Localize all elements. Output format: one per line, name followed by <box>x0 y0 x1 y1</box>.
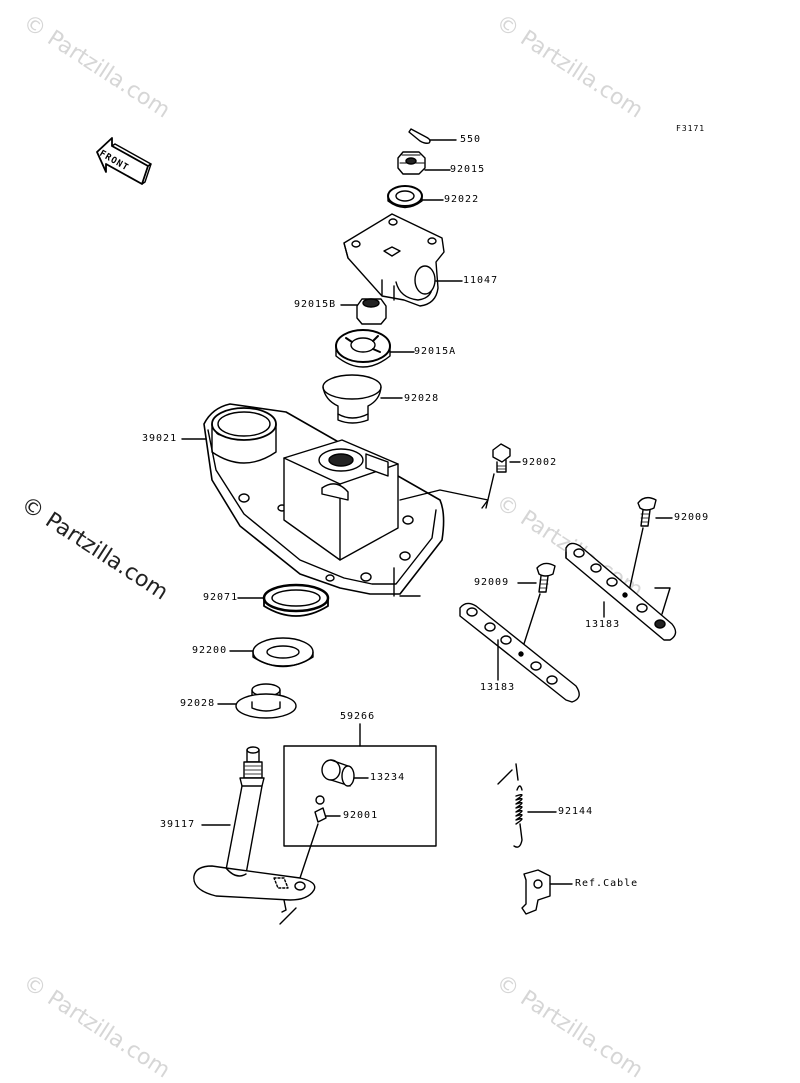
bolt-92002 <box>485 443 521 509</box>
spring-92144 <box>497 763 557 848</box>
label-92009-right: 92009 <box>674 512 710 523</box>
cotter-pin-550 <box>408 128 457 144</box>
label-92028-upper: 92028 <box>404 393 440 404</box>
label-92022: 92022 <box>444 194 480 205</box>
nut-92015B <box>340 298 387 325</box>
label-59266: 59266 <box>340 711 376 722</box>
label-13183-left: 13183 <box>480 682 516 693</box>
seal-92071 <box>237 583 330 617</box>
label-92015B: 92015B <box>294 299 337 310</box>
label-92015A: 92015A <box>414 346 457 357</box>
kit-box-59266 <box>283 723 437 847</box>
label-13234: 13234 <box>370 772 406 783</box>
bushing-92028-lower <box>217 683 297 719</box>
label-92028-lower: 92028 <box>180 698 216 709</box>
label-92002: 92002 <box>522 457 558 468</box>
label-92015: 92015 <box>450 164 486 175</box>
label-92001: 92001 <box>343 810 379 821</box>
plate-13183-right <box>565 542 677 641</box>
bracket-11047 <box>343 213 463 307</box>
label-39117: 39117 <box>160 819 196 830</box>
screw-92009-right <box>627 496 673 597</box>
label-92144: 92144 <box>558 806 594 817</box>
label-39021: 39021 <box>142 433 178 444</box>
parts-diagram: © Partzilla.com © Partzilla.com © Partzi… <box>16 10 710 1083</box>
label-11047: 11047 <box>463 275 499 286</box>
label-92071: 92071 <box>203 592 239 603</box>
figure-code: F3171 <box>676 124 706 133</box>
plate-13183-left <box>393 567 580 703</box>
screw-92009-mid <box>517 562 556 651</box>
housing-39021 <box>181 403 489 595</box>
label-13183-right: 13183 <box>585 619 621 630</box>
damper-92015A <box>335 329 415 368</box>
cable-clip-ref <box>521 869 573 915</box>
label-ref-cable: Ref.Cable <box>575 878 639 889</box>
shaft-39117 <box>193 746 316 925</box>
label-92009-mid: 92009 <box>474 577 510 588</box>
bushing-92028-upper <box>322 374 403 424</box>
front-arrow-icon <box>96 137 152 185</box>
label-92200: 92200 <box>192 645 228 656</box>
screw-92001 <box>299 795 341 879</box>
cap-13234 <box>321 759 369 787</box>
label-550: 550 <box>460 134 482 145</box>
washer-92200 <box>229 637 314 668</box>
castle-nut-92015 <box>397 151 451 175</box>
diagram-drawing <box>96 128 677 925</box>
washer-92022 <box>387 185 444 209</box>
